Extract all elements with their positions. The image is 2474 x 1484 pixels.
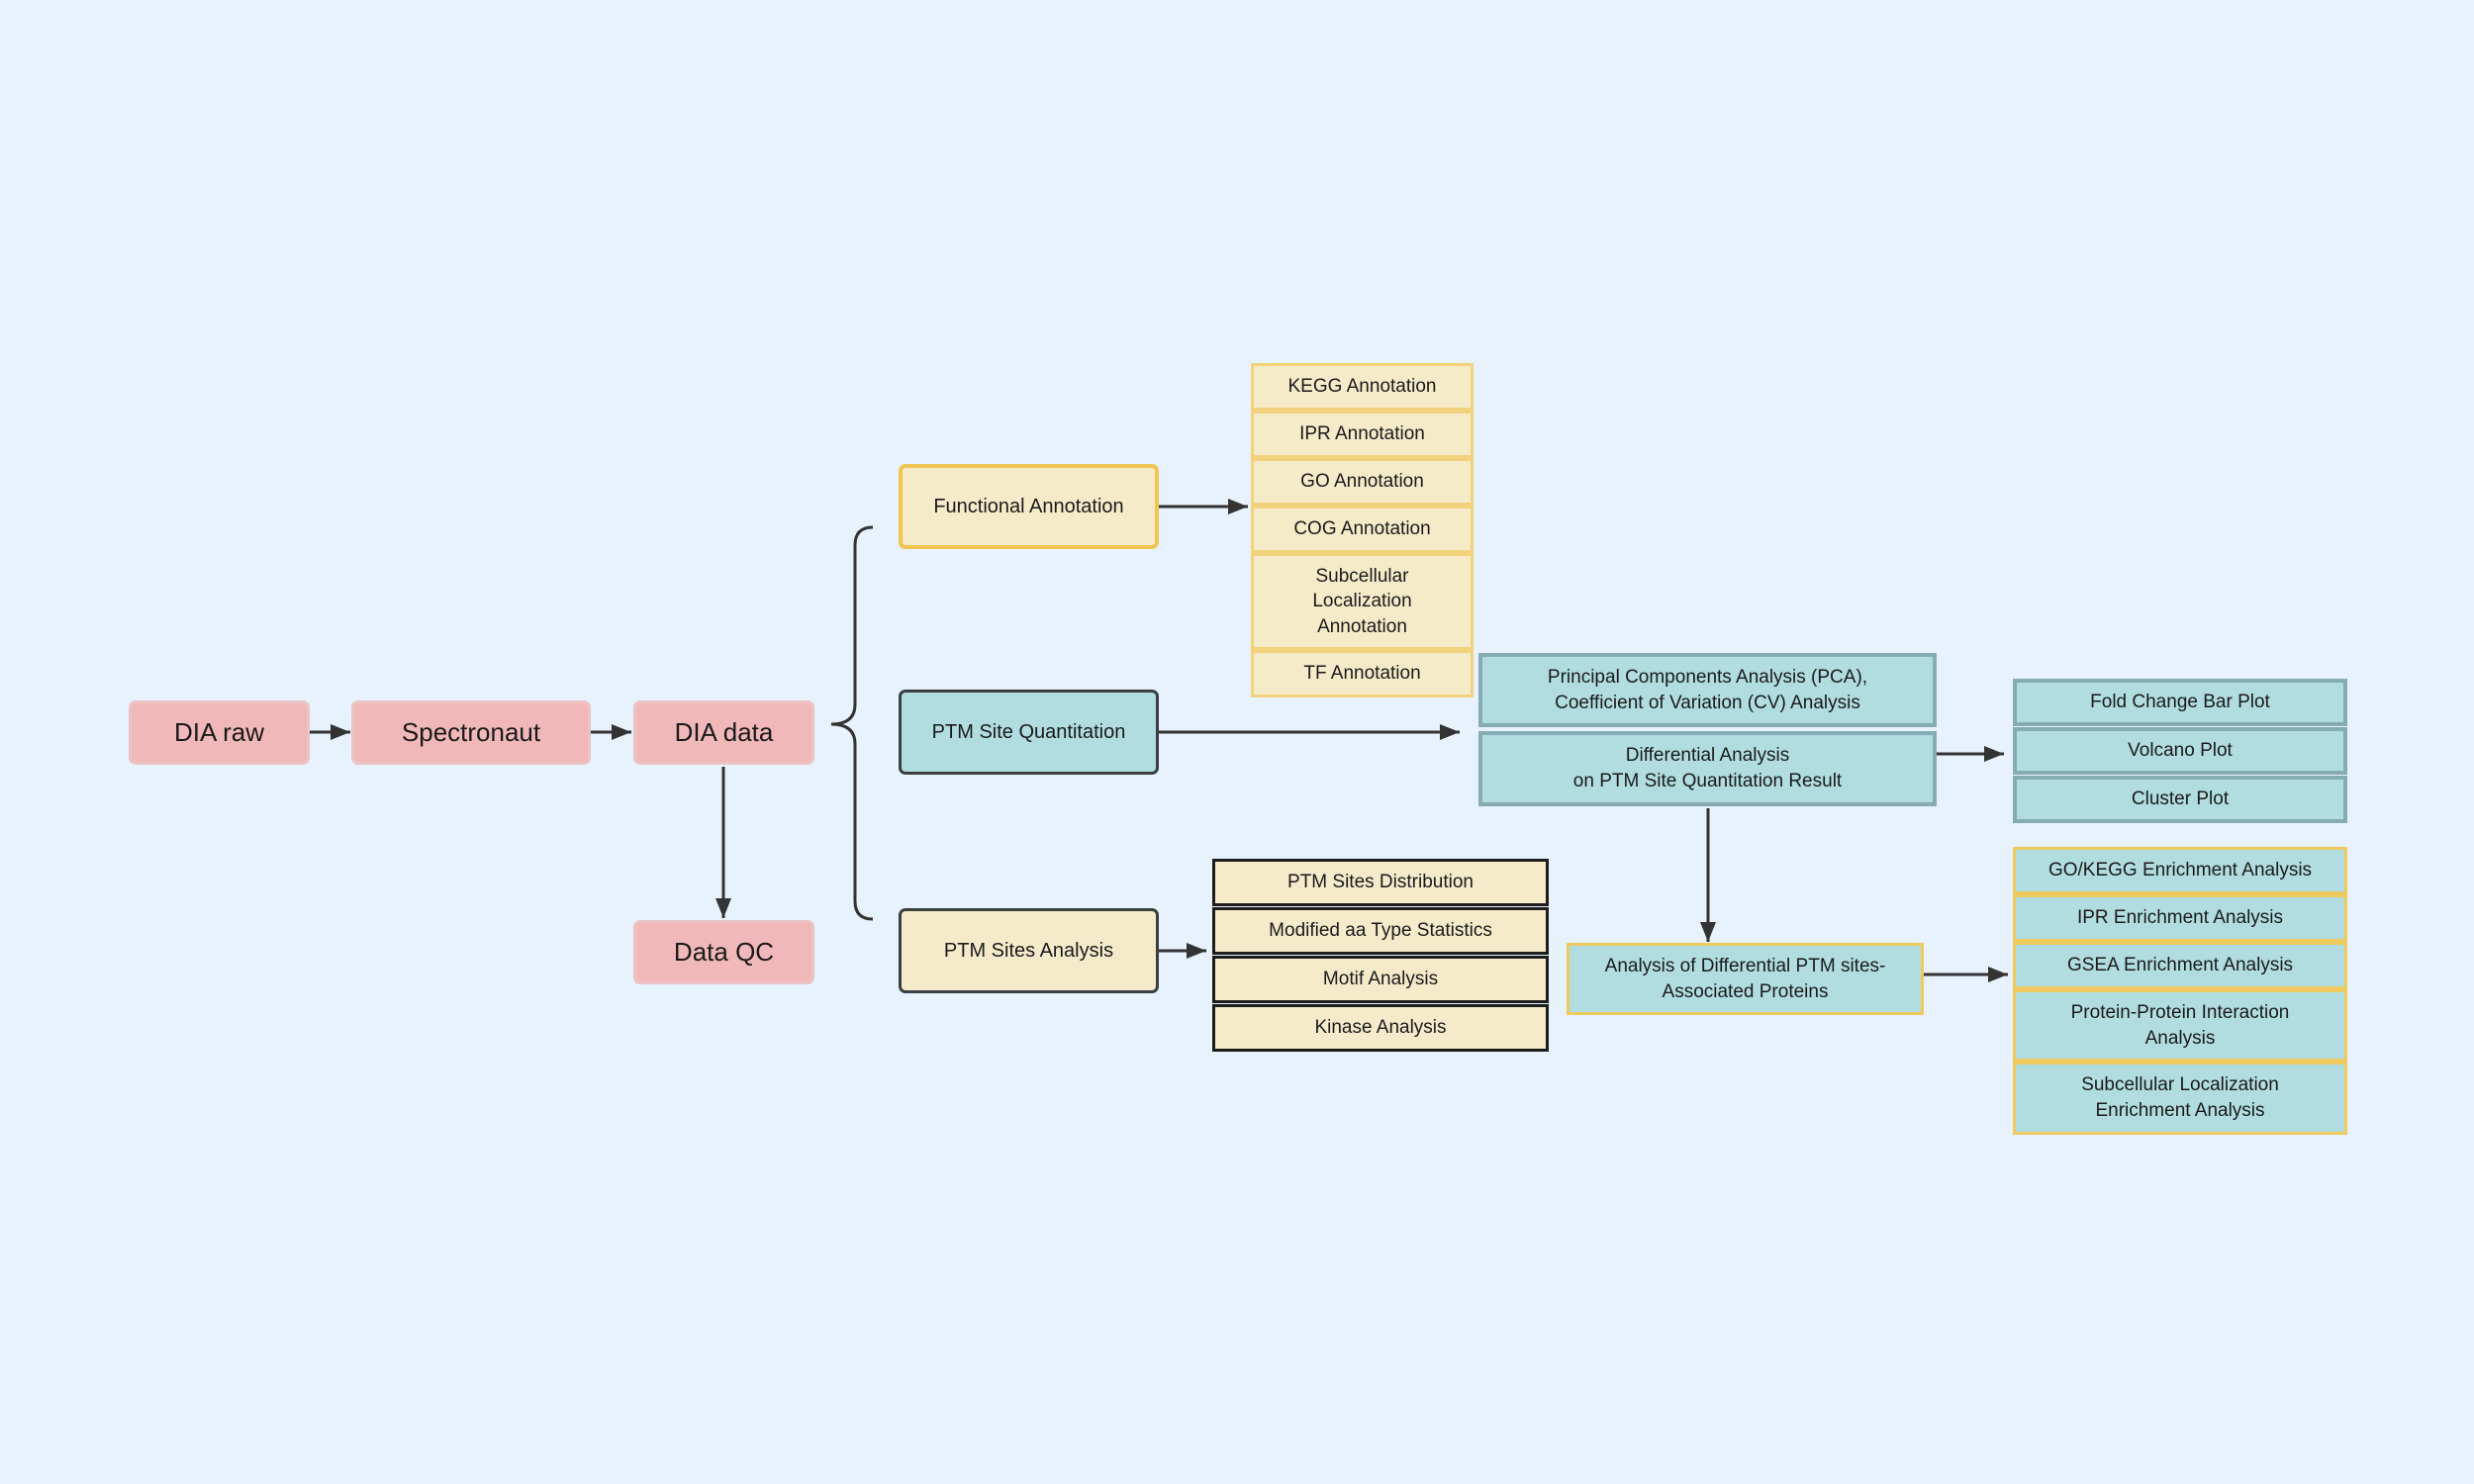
ptm-sites-analysis-node: PTM Sites Analysis <box>899 908 1159 993</box>
ppi-analysis-box: Protein-Protein Interaction Analysis <box>2013 989 2347 1062</box>
modified-aa-type-statistics-box: Modified aa Type Statistics <box>1212 907 1549 955</box>
ipr-annotation-box: IPR Annotation <box>1251 411 1474 458</box>
go-annotation-box: GO Annotation <box>1251 458 1474 506</box>
motif-analysis-box: Motif Analysis <box>1212 956 1549 1003</box>
functional-annotation-node: Functional Annotation <box>899 464 1159 549</box>
cluster-plot-box: Cluster Plot <box>2013 776 2347 823</box>
fold-change-bar-plot-box: Fold Change Bar Plot <box>2013 679 2347 726</box>
ptm-site-quantitation-node: PTM Site Quantitation <box>899 690 1159 775</box>
branch-brace <box>830 525 874 921</box>
volcano-plot-box: Volcano Plot <box>2013 727 2347 775</box>
tf-annotation-box: TF Annotation <box>1251 650 1474 697</box>
kinase-analysis-box: Kinase Analysis <box>1212 1004 1549 1052</box>
associated-proteins-analysis-box: Analysis of Differential PTM sites- Asso… <box>1567 943 1924 1015</box>
pca-cv-analysis-box: Principal Components Analysis (PCA), Coe… <box>1478 653 1937 727</box>
data-qc-node: Data QC <box>633 920 814 984</box>
spectronaut-node: Spectronaut <box>351 700 591 765</box>
gsea-enrichment-box: GSEA Enrichment Analysis <box>2013 942 2347 989</box>
cog-annotation-box: COG Annotation <box>1251 506 1474 553</box>
ptm-sites-distribution-box: PTM Sites Distribution <box>1212 859 1549 906</box>
differential-analysis-box: Differential Analysis on PTM Site Quanti… <box>1478 731 1937 806</box>
subcellular-localization-annotation-box: Subcellular Localization Annotation <box>1251 553 1474 650</box>
subcellular-localization-enrichment-box: Subcellular Localization Enrichment Anal… <box>2013 1062 2347 1135</box>
go-kegg-enrichment-box: GO/KEGG Enrichment Analysis <box>2013 847 2347 894</box>
ipr-enrichment-box: IPR Enrichment Analysis <box>2013 894 2347 942</box>
dia-raw-node: DIA raw <box>129 700 310 765</box>
kegg-annotation-box: KEGG Annotation <box>1251 363 1474 411</box>
dia-data-node: DIA data <box>633 700 814 765</box>
